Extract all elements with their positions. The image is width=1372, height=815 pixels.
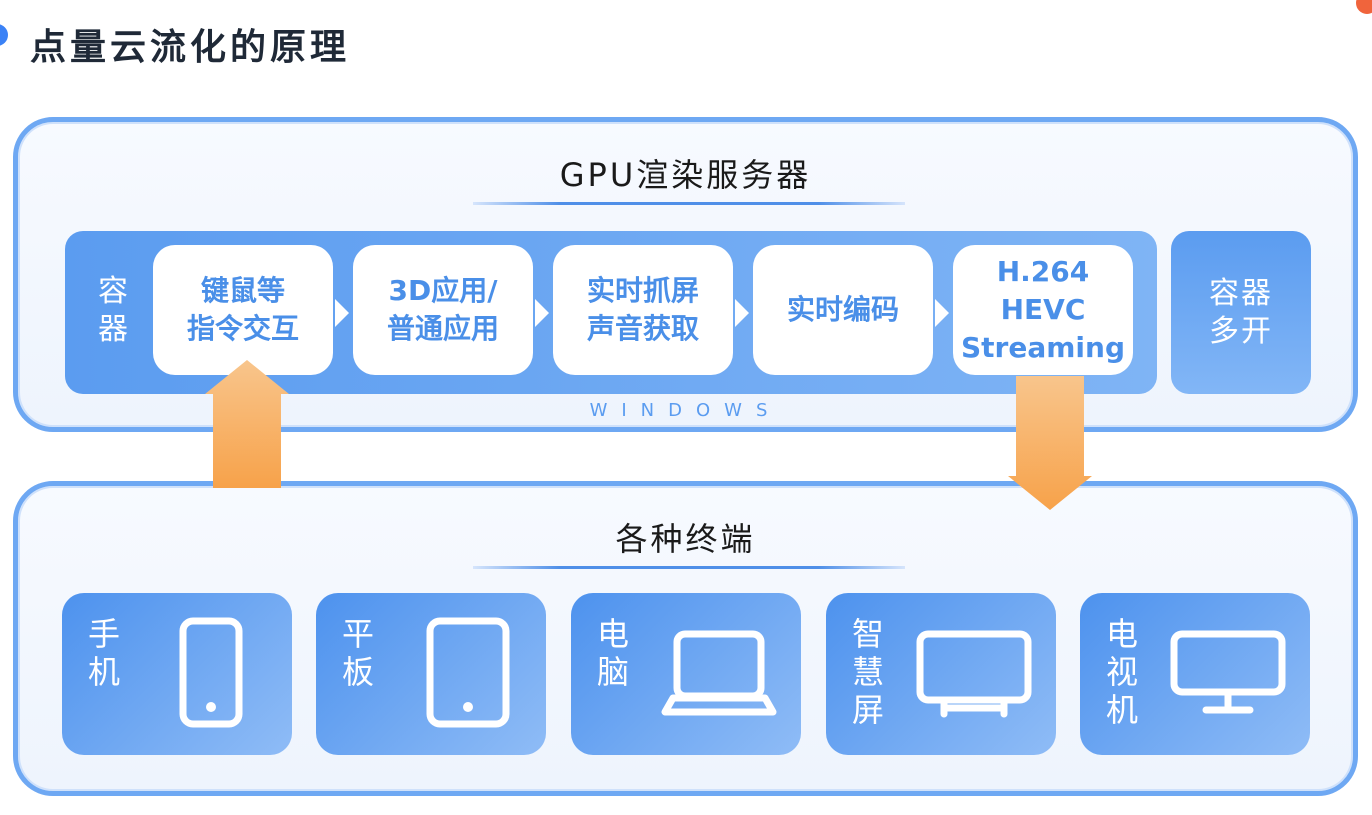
downstream-arrow-icon bbox=[1008, 376, 1092, 510]
device-label: 电脑 bbox=[596, 615, 629, 691]
windows-label: WINDOWS bbox=[589, 400, 782, 421]
phone-icon bbox=[179, 617, 243, 728]
step-label: 实时编码 bbox=[786, 293, 899, 326]
tablet-icon bbox=[426, 617, 510, 728]
step-label: 实时抓屏 声音获取 bbox=[586, 274, 699, 345]
laptop-icon bbox=[661, 630, 777, 716]
step-card-application: 3D应用/ 普通应用 bbox=[353, 245, 533, 375]
corner-decoration-right bbox=[1356, 0, 1372, 14]
device-label: 手机 bbox=[87, 615, 120, 691]
smart-screen-icon bbox=[916, 630, 1032, 718]
terminals-title-underline bbox=[473, 566, 905, 569]
step-arrow bbox=[535, 299, 549, 327]
gpu-server-title: GPU渲染服务器 bbox=[559, 156, 812, 194]
gpu-server-title-underline bbox=[473, 202, 905, 205]
multi-container-card: 容器多开 bbox=[1171, 231, 1311, 394]
device-label: 电视机 bbox=[1105, 615, 1138, 729]
step-card-input-interaction: 键鼠等 指令交互 bbox=[153, 245, 333, 375]
device-card-tv: 电视机 bbox=[1080, 593, 1310, 755]
step-arrow bbox=[335, 299, 349, 327]
container-label: 容器 bbox=[98, 274, 128, 347]
multi-container-label: 容器多开 bbox=[1209, 275, 1273, 349]
step-arrow bbox=[735, 299, 749, 327]
terminals-panel: 各种终端 手机 平板 电脑 智慧屏 电视机 bbox=[13, 481, 1358, 796]
step-label: 键鼠等 指令交互 bbox=[186, 274, 299, 345]
terminals-title: 各种终端 bbox=[615, 520, 756, 558]
step-card-streaming: H.264 HEVC Streaming bbox=[953, 245, 1133, 375]
step-label: H.264 HEVC Streaming bbox=[961, 255, 1125, 364]
step-card-encoding: 实时编码 bbox=[753, 245, 933, 375]
tv-icon bbox=[1170, 630, 1286, 714]
corner-decoration-left bbox=[0, 24, 8, 46]
device-card-tablet: 平板 bbox=[316, 593, 546, 755]
step-label: 3D应用/ 普通应用 bbox=[386, 274, 499, 345]
device-card-smart-screen: 智慧屏 bbox=[826, 593, 1056, 755]
device-label: 平板 bbox=[341, 615, 374, 691]
upstream-arrow-icon bbox=[205, 360, 289, 488]
step-arrow bbox=[935, 299, 949, 327]
device-card-laptop: 电脑 bbox=[571, 593, 801, 755]
device-card-phone: 手机 bbox=[62, 593, 292, 755]
page-title: 点量云流化的原理 bbox=[30, 27, 351, 68]
step-card-capture: 实时抓屏 声音获取 bbox=[553, 245, 733, 375]
device-label: 智慧屏 bbox=[851, 615, 884, 729]
